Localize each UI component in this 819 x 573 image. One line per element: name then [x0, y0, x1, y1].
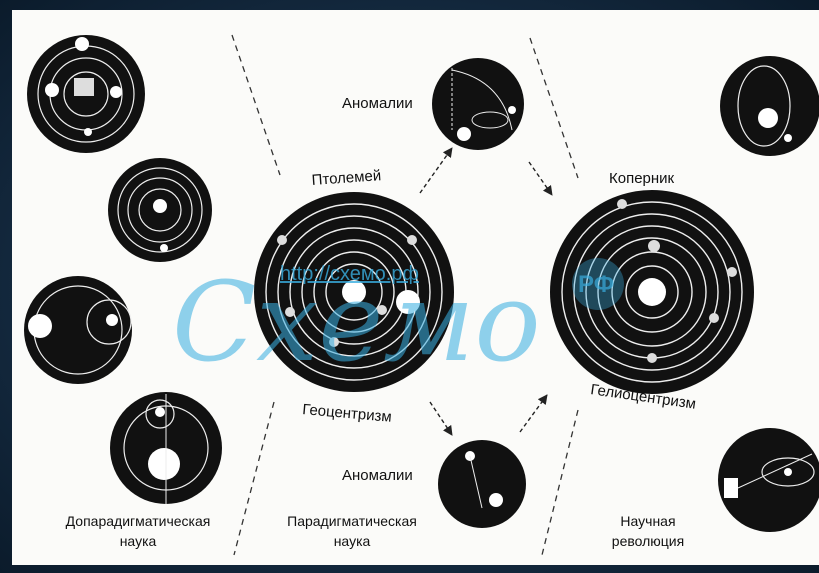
- arrow-to-heliocentrism: [520, 395, 547, 432]
- caption-paradigm-line1: Парадигматическая: [287, 513, 417, 529]
- divider-line-left-top: [232, 35, 280, 175]
- watermark-badge-text: РФ: [578, 271, 614, 298]
- arrow-to-anomalies-top: [420, 148, 452, 193]
- watermark-url: http://схемо.рф: [280, 263, 419, 285]
- label-copernicus: Коперник: [609, 170, 675, 187]
- anomalies-bottom-circle: [438, 440, 526, 528]
- divider-line-right-top: [530, 38, 578, 178]
- caption-revolution-line2: революция: [612, 533, 684, 549]
- label-ptolemy: Птолемей: [311, 167, 382, 189]
- revolution-circle-top: [720, 56, 819, 156]
- divider-line-left-bottom: [234, 402, 274, 555]
- caption-preparadigm: Допарадигматическая наука: [66, 513, 211, 549]
- caption-paradigm-line2: наука: [334, 533, 371, 549]
- caption-paradigm: Парадигматическая наука: [287, 513, 417, 549]
- label-anomalies-bottom: Аномалии: [342, 467, 413, 484]
- caption-revolution: Научная революция: [612, 513, 684, 549]
- arrow-to-copernicus: [529, 162, 552, 195]
- divider-line-right-bottom: [542, 410, 578, 555]
- revolution-circle-bottom: [718, 428, 819, 532]
- preparadigm-circle-2: [108, 158, 212, 262]
- anomalies-top-circle: [432, 58, 524, 150]
- paradigm-diagram: Схемо http://схемо.рф РФ Птолемей Коперн…: [12, 10, 819, 565]
- diagram-canvas: Схемо http://схемо.рф РФ Птолемей Коперн…: [12, 10, 819, 565]
- caption-preparadigm-line1: Допарадигматическая: [66, 513, 211, 529]
- arrow-to-anomalies-bottom: [430, 402, 452, 435]
- preparadigm-circle-4: [110, 392, 222, 504]
- preparadigm-circle-1: [27, 35, 145, 153]
- caption-revolution-line1: Научная: [620, 513, 675, 529]
- label-geocentrism: Геоцентризм: [302, 401, 393, 426]
- caption-preparadigm-line2: наука: [120, 533, 157, 549]
- preparadigm-circle-3: [24, 276, 132, 384]
- label-anomalies-top: Аномалии: [342, 95, 413, 112]
